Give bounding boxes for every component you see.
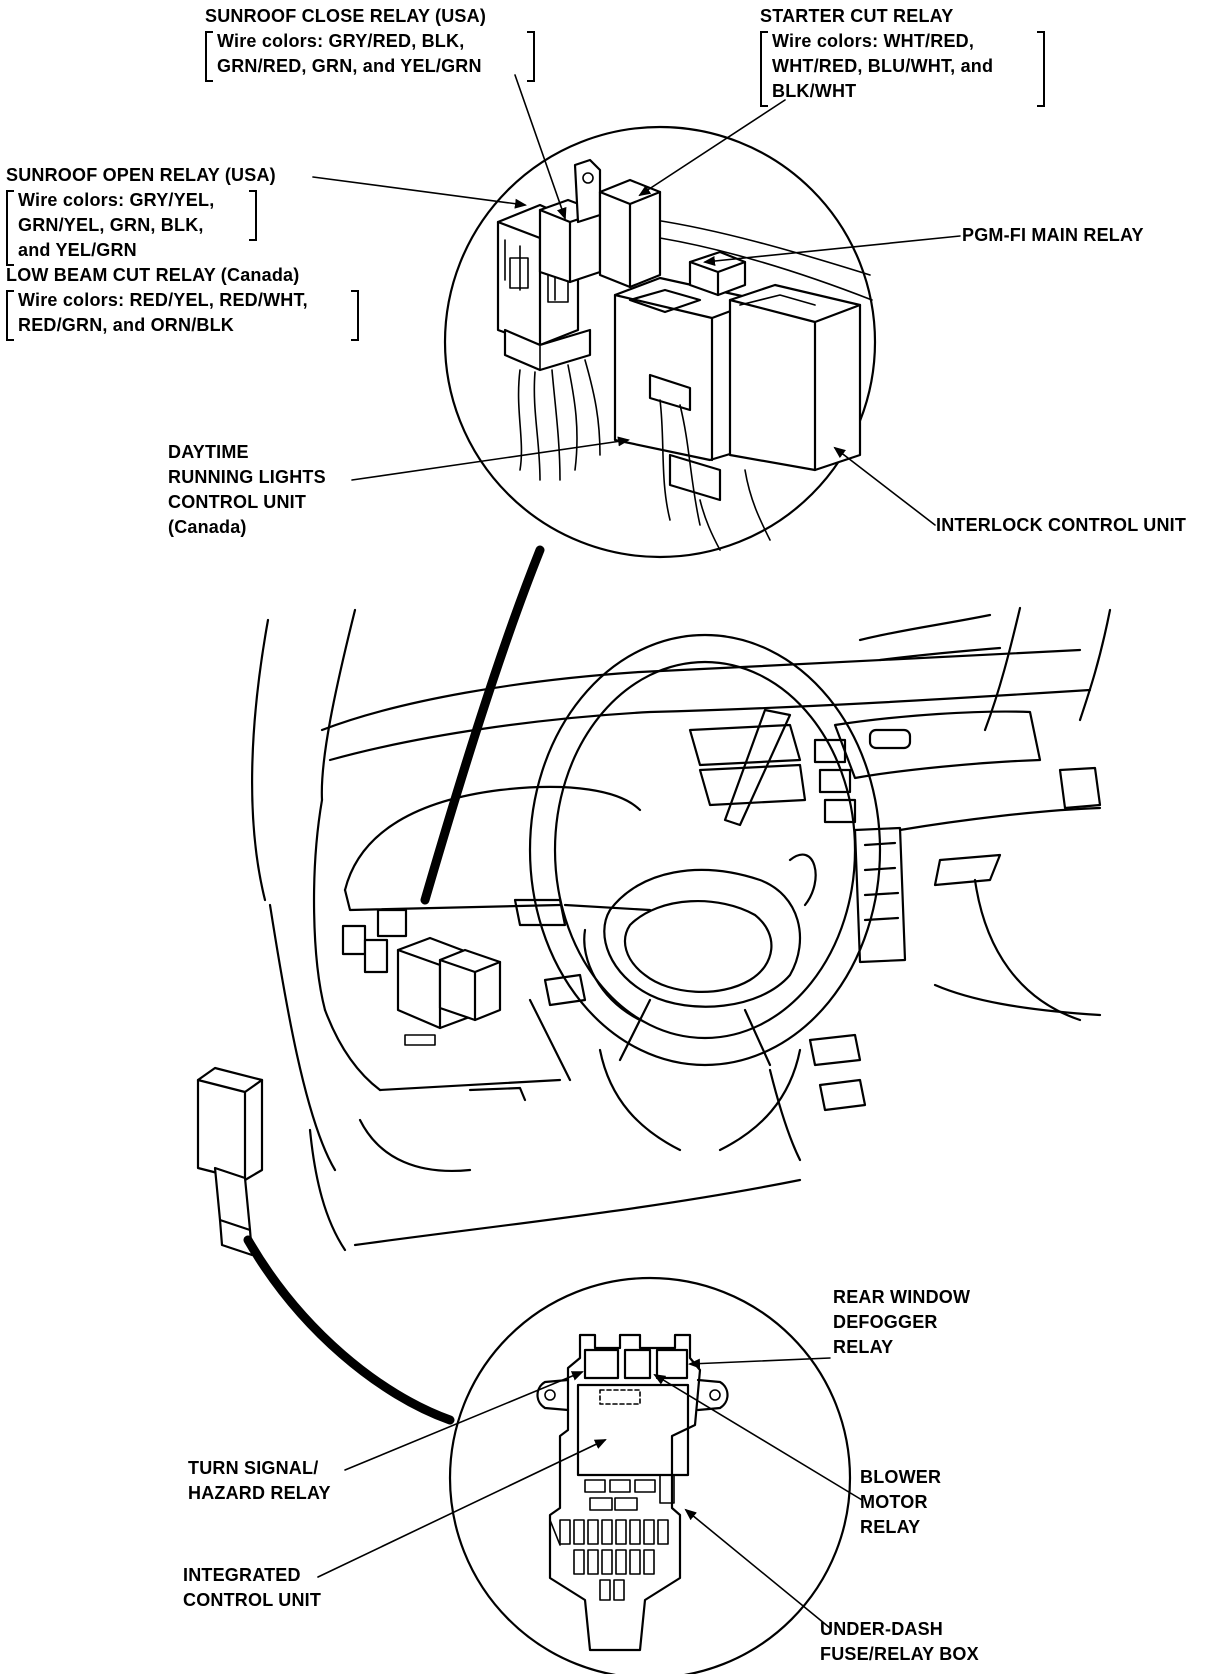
integrated-control-unit-label: INTEGRATED CONTROL UNIT	[183, 1563, 321, 1613]
starter-cut-relay-label: STARTER CUT RELAY Wire colors: WHT/RED, …	[760, 4, 1045, 107]
drl-line2: RUNNING LIGHTS	[168, 467, 326, 487]
dashboard-drawing	[251, 606, 1112, 1252]
turn-signal-hazard-relay-label: TURN SIGNAL/ HAZARD RELAY	[188, 1456, 331, 1506]
bracket-left	[6, 290, 14, 341]
sunroof-open-relay-label: SUNROOF OPEN RELAY (USA) Wire colors: GR…	[6, 163, 276, 266]
low-beam-cut-title: LOW BEAM CUT RELAY (Canada)	[6, 265, 300, 285]
under-dash-line1: UNDER-DASH	[820, 1619, 943, 1639]
rear-window-defogger-relay-label: REAR WINDOW DEFOGGER RELAY	[833, 1285, 970, 1360]
sunroof-close-line2: GRN/RED, GRN, and YEL/GRN	[217, 56, 482, 76]
sunroof-open-line3: and YEL/GRN	[18, 240, 137, 260]
rear-window-line2: DEFOGGER	[833, 1312, 938, 1332]
bracket-left	[205, 31, 213, 82]
low-beam-cut-line2: RED/GRN, and ORN/BLK	[18, 315, 235, 335]
rear-window-line1: REAR WINDOW	[833, 1287, 971, 1307]
interlock-title: INTERLOCK CONTROL UNIT	[936, 515, 1187, 535]
sunroof-close-line1: Wire colors: GRY/RED, BLK,	[217, 31, 465, 51]
bracket-right	[527, 31, 535, 82]
turn-signal-line1: TURN SIGNAL/	[188, 1458, 319, 1478]
low-beam-cut-relay-label: LOW BEAM CUT RELAY (Canada) Wire colors:…	[6, 263, 359, 341]
rear-window-line3: RELAY	[833, 1337, 894, 1357]
sunroof-close-relay-label: SUNROOF CLOSE RELAY (USA) Wire colors: G…	[205, 4, 535, 82]
bracket-left	[6, 190, 14, 266]
blower-line1: BLOWER	[860, 1467, 942, 1487]
low-beam-cut-line1: Wire colors: RED/YEL, RED/WHT,	[18, 290, 308, 310]
blower-motor-relay-label: BLOWER MOTOR RELAY	[860, 1465, 941, 1540]
sunroof-close-title: SUNROOF CLOSE RELAY (USA)	[205, 6, 487, 26]
bracket-right	[249, 190, 257, 241]
bracket-right	[1037, 31, 1045, 107]
bracket-right	[351, 290, 359, 341]
drl-line4: (Canada)	[168, 517, 247, 537]
starter-cut-title: STARTER CUT RELAY	[760, 6, 954, 26]
under-dash-fuse-relay-box-label: UNDER-DASH FUSE/RELAY BOX	[820, 1617, 979, 1667]
starter-cut-line3: BLK/WHT	[772, 81, 857, 101]
drl-line1: DAYTIME	[168, 442, 249, 462]
leader-lines	[312, 74, 961, 1629]
integrated-line2: CONTROL UNIT	[183, 1590, 322, 1610]
interlock-control-unit-label: INTERLOCK CONTROL UNIT	[936, 513, 1186, 538]
upper-detail-circle	[443, 125, 877, 559]
pgm-fi-title: PGM-FI MAIN RELAY	[962, 225, 1144, 245]
starter-cut-line1: Wire colors: WHT/RED,	[772, 31, 975, 51]
blower-line2: MOTOR	[860, 1492, 928, 1512]
drl-line3: CONTROL UNIT	[168, 492, 307, 512]
sunroof-open-line2: GRN/YEL, GRN, BLK,	[18, 215, 204, 235]
turn-signal-line2: HAZARD RELAY	[188, 1483, 331, 1503]
pgm-fi-main-relay-label: PGM-FI MAIN RELAY	[962, 223, 1144, 248]
lower-detail-circle	[448, 1276, 852, 1674]
bracket-left	[760, 31, 768, 107]
starter-cut-line2: WHT/RED, BLU/WHT, and	[772, 56, 994, 76]
daytime-running-lights-label: DAYTIME RUNNING LIGHTS CONTROL UNIT (Can…	[168, 440, 326, 540]
connector-part	[196, 1066, 264, 1257]
blower-line3: RELAY	[860, 1517, 921, 1537]
integrated-line1: INTEGRATED	[183, 1565, 301, 1585]
sunroof-open-title: SUNROOF OPEN RELAY (USA)	[6, 165, 276, 185]
sunroof-open-line1: Wire colors: GRY/YEL,	[18, 190, 215, 210]
under-dash-line2: FUSE/RELAY BOX	[820, 1644, 979, 1664]
